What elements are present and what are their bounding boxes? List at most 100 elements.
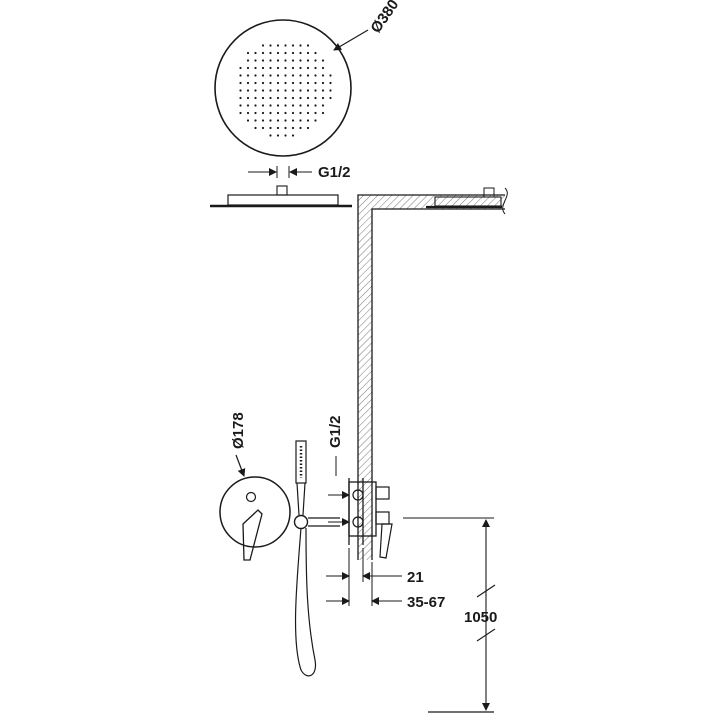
nozzle-dot [239,111,242,115]
head-thread-label: G1/2 [318,164,351,181]
nozzle-dot [246,66,250,70]
nozzle-dot [261,126,265,130]
nozzle-dot [291,81,295,85]
nozzle-dot [239,66,242,70]
nozzle-dot [314,119,317,122]
nozzle-dot [261,66,265,70]
nozzle-dot [329,74,332,77]
nozzle-dot [254,74,257,77]
head-thread-dimension [248,166,312,178]
nozzle-dot [254,81,257,85]
nozzle-dot [269,44,272,47]
nozzle-dot [276,44,280,47]
nozzle-dot [314,89,317,92]
nozzle-dot [269,111,272,115]
nozzle-dot [261,96,265,100]
nozzle-dot [321,81,325,85]
depth-min-label: 21 [407,569,424,586]
nozzle-dot [291,44,295,47]
nozzle-dot [276,119,280,122]
nozzle-dot [299,119,302,122]
nozzle-dot [321,104,325,107]
nozzle-dot [306,44,310,47]
nozzle-dot [239,81,242,85]
nozzle-dot [291,51,295,55]
nozzle-dot [276,134,280,137]
nozzle-dot [276,74,280,77]
nozzle-dot [314,66,317,70]
nozzle-dot [306,104,310,107]
nozzle-dot [246,81,250,85]
nozzle-dot [299,44,302,47]
nozzle-dot [306,81,310,85]
nozzle-dot [269,104,272,107]
nozzle-dot [306,119,310,122]
nozzle-dot [299,51,302,55]
nozzle-dot [276,51,280,55]
nozzle-dot [246,51,250,55]
nozzle-dot [291,59,295,62]
plate-diameter-label: Ø178 [230,412,247,449]
nozzle-dot [246,104,250,107]
nozzle-dot [329,81,332,85]
nozzle-dot [269,59,272,62]
height-label: 1050 [464,609,497,626]
nozzle-dot [284,89,287,92]
nozzle-dot [314,96,317,100]
wall-section [357,187,508,560]
nozzle-dot [314,111,317,115]
head-diameter-leader [333,29,369,51]
nozzle-dot [306,51,310,55]
nozzle-dot [299,111,302,115]
nozzle-dot [306,126,310,130]
nozzle-dot [284,126,287,130]
nozzle-dot [321,89,325,92]
nozzle-grid [239,44,332,137]
nozzle-dot [284,59,287,62]
nozzle-dot [299,96,302,100]
nozzle-dot [314,81,317,85]
nozzle-dot [246,59,250,62]
nozzle-dot [291,96,295,100]
nozzle-dot [306,96,310,100]
nozzle-dot [284,111,287,115]
nozzle-dot [291,111,295,115]
nozzle-dot [254,51,257,55]
nozzle-dot [284,44,287,47]
nozzle-dot [291,104,295,107]
nozzle-dot [239,74,242,77]
nozzle-dot [321,59,325,62]
nozzle-dot [321,74,325,77]
nozzle-dot [276,59,280,62]
nozzle-dot [299,104,302,107]
nozzle-dot [291,134,295,137]
nozzle-dot [284,66,287,70]
nozzle-dot [329,89,332,92]
nozzle-dot [254,66,257,70]
nozzle-dot [254,59,257,62]
nozzle-dot [306,111,310,115]
nozzle-dot [261,59,265,62]
nozzle-dot [254,104,257,107]
nozzle-dot [276,111,280,115]
nozzle-dot [299,81,302,85]
nozzle-dot [261,104,265,107]
nozzle-dot [314,104,317,107]
nozzle-dot [291,74,295,77]
nozzle-dot [239,104,242,107]
nozzle-dot [246,111,250,115]
nozzle-dot [269,119,272,122]
nozzle-dot [269,96,272,100]
nozzle-dot [299,66,302,70]
nozzle-dot [314,74,317,77]
nozzle-dot [239,96,242,100]
nozzle-dot [261,44,265,47]
nozzle-dot [284,81,287,85]
depth-range-label: 35-67 [407,594,445,611]
nozzle-dot [284,134,287,137]
nozzle-dot [269,126,272,130]
nozzle-dot [246,89,250,92]
shower-head-mounted [426,187,502,209]
nozzle-dot [321,111,325,115]
